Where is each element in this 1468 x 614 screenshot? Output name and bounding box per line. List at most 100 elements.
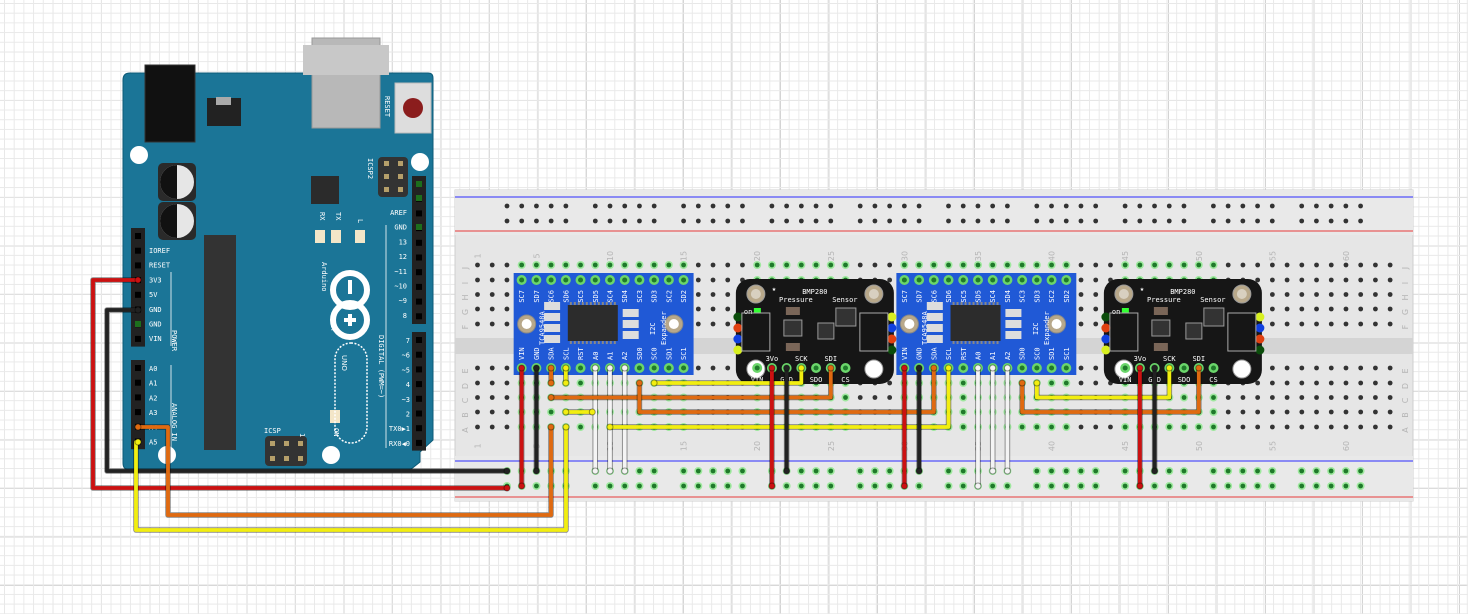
header-socket: [416, 298, 422, 305]
breadboard-hole: [1063, 468, 1069, 474]
tca-subtitle-expander: Expander: [660, 311, 668, 345]
digital-pin-label: 4: [406, 381, 410, 389]
smd-resistor: [1153, 307, 1168, 315]
breadboard-hole: [1240, 483, 1246, 489]
digital-pin-label: 8: [403, 312, 407, 320]
breadboard-hole: [990, 483, 996, 489]
wire-3v3-end: [503, 484, 511, 492]
smd-resistor: [1005, 320, 1022, 328]
breadboard-hole: [1225, 203, 1231, 209]
breadboard-hole: [1299, 365, 1305, 371]
breadboard-hole: [475, 292, 480, 297]
mounting-hole: [1232, 359, 1252, 379]
breadboard-hole: [1137, 203, 1143, 209]
breadboard-hole: [548, 203, 554, 209]
digital-pin-label: 12: [399, 253, 407, 261]
smd-resistor: [622, 309, 639, 317]
pin-hole: [607, 277, 613, 283]
bmp-pin-label: SDI: [824, 355, 837, 363]
header-socket: [416, 351, 422, 358]
icsp-pin: [298, 441, 303, 446]
breadboard-hole: [1284, 395, 1290, 400]
breadboard-hole: [1373, 424, 1378, 430]
breadboard-hole: [1034, 203, 1040, 209]
side-pad-left: [1101, 323, 1111, 333]
analog-pin-label: A2: [149, 394, 157, 402]
breadboard-hole: [1328, 483, 1334, 489]
breadboard-hole: [1269, 468, 1275, 474]
pin-hole: [990, 277, 996, 283]
breadboard-hole: [1269, 321, 1275, 327]
breadboard-hole: [1181, 203, 1187, 209]
breadboard-hole: [489, 321, 495, 327]
breadboard-hole: [1122, 203, 1128, 209]
breadboard-hole: [1387, 321, 1393, 327]
breadboard-hole: [1152, 483, 1157, 489]
wire-sda-end: [547, 423, 555, 431]
side-pad-left: [733, 345, 743, 355]
tca-bottom-pin-label: GND: [916, 347, 924, 360]
breadboard-hole: [1299, 424, 1305, 430]
breadboard-hole: [1358, 409, 1364, 415]
breadboard-hole: [1093, 365, 1099, 371]
mounting-hole: [411, 153, 429, 171]
usb-flange: [303, 45, 389, 75]
tca-bottom-pin-label: A1: [606, 352, 614, 360]
tca-top-pin-label: SD7: [916, 290, 924, 303]
breadboard-hole: [1211, 262, 1216, 268]
column-number: 25: [827, 441, 836, 451]
breadboard-hole: [1034, 468, 1040, 474]
breadboard-hole: [1314, 395, 1319, 400]
arduino-logo-bottom: [330, 300, 371, 340]
breadboard-hole: [1225, 424, 1231, 430]
wire-tca1-address-end: [621, 364, 629, 372]
breadboard-hole: [1343, 365, 1349, 371]
chip-leg: [968, 302, 971, 305]
analog-pin-label: A3: [149, 409, 157, 417]
breadboard-hole: [1314, 380, 1319, 386]
breadboard-hole: [740, 483, 745, 489]
header-socket: [135, 409, 141, 416]
breadboard-hole: [489, 292, 495, 297]
digital-pin-label: ~5: [402, 366, 410, 374]
smd-resistor: [785, 343, 800, 351]
breadboard-hole: [1299, 395, 1305, 400]
tx-label: TX: [334, 212, 342, 221]
mounting-hole-center: [868, 289, 879, 299]
breadboard-hole: [592, 262, 598, 268]
breadboard-hole: [725, 483, 731, 489]
breadboard-hole: [1211, 483, 1216, 489]
breadboard-hole: [1314, 292, 1319, 297]
bmp-pin-label: SDI: [1192, 355, 1205, 363]
capacitor-polarity: [160, 204, 177, 238]
chip-leg: [960, 341, 963, 344]
breadboard-hole: [475, 395, 480, 400]
icsp-label: ICSP: [264, 427, 281, 435]
bmp-pin-label: SCK: [1163, 355, 1176, 363]
breadboard-hole: [1181, 468, 1187, 474]
breadboard-hole: [489, 262, 495, 268]
pin-hole: [946, 277, 952, 283]
pin-hole: [519, 277, 525, 283]
wire-scl-jumper-end: [562, 408, 570, 416]
wire-scl-tca2-end: [945, 364, 953, 372]
digital-header-high: [412, 176, 426, 324]
pin-hole: [578, 365, 584, 371]
tca-subtitle-i2c: I2C: [649, 322, 657, 335]
tca-top-pin-label: SD7: [533, 290, 541, 303]
breadboard-hole: [1387, 409, 1393, 415]
column-number: 45: [1121, 251, 1130, 261]
breadboard-hole: [504, 218, 510, 224]
column-number: 1: [474, 443, 483, 448]
header-socket: [416, 381, 422, 388]
breadboard-hole: [1122, 218, 1128, 224]
breadboard-hole: [1269, 365, 1275, 371]
pin-hole: [622, 277, 628, 283]
tca-subtitle-i2c: I2C: [1032, 322, 1040, 335]
tca-top-pin-label: SC3: [1019, 290, 1027, 303]
smd-resistor: [926, 324, 943, 332]
breadboard-hole: [681, 218, 686, 224]
tca-name-label: TCA9548A: [538, 310, 546, 345]
breadboard-hole: [1078, 468, 1084, 474]
